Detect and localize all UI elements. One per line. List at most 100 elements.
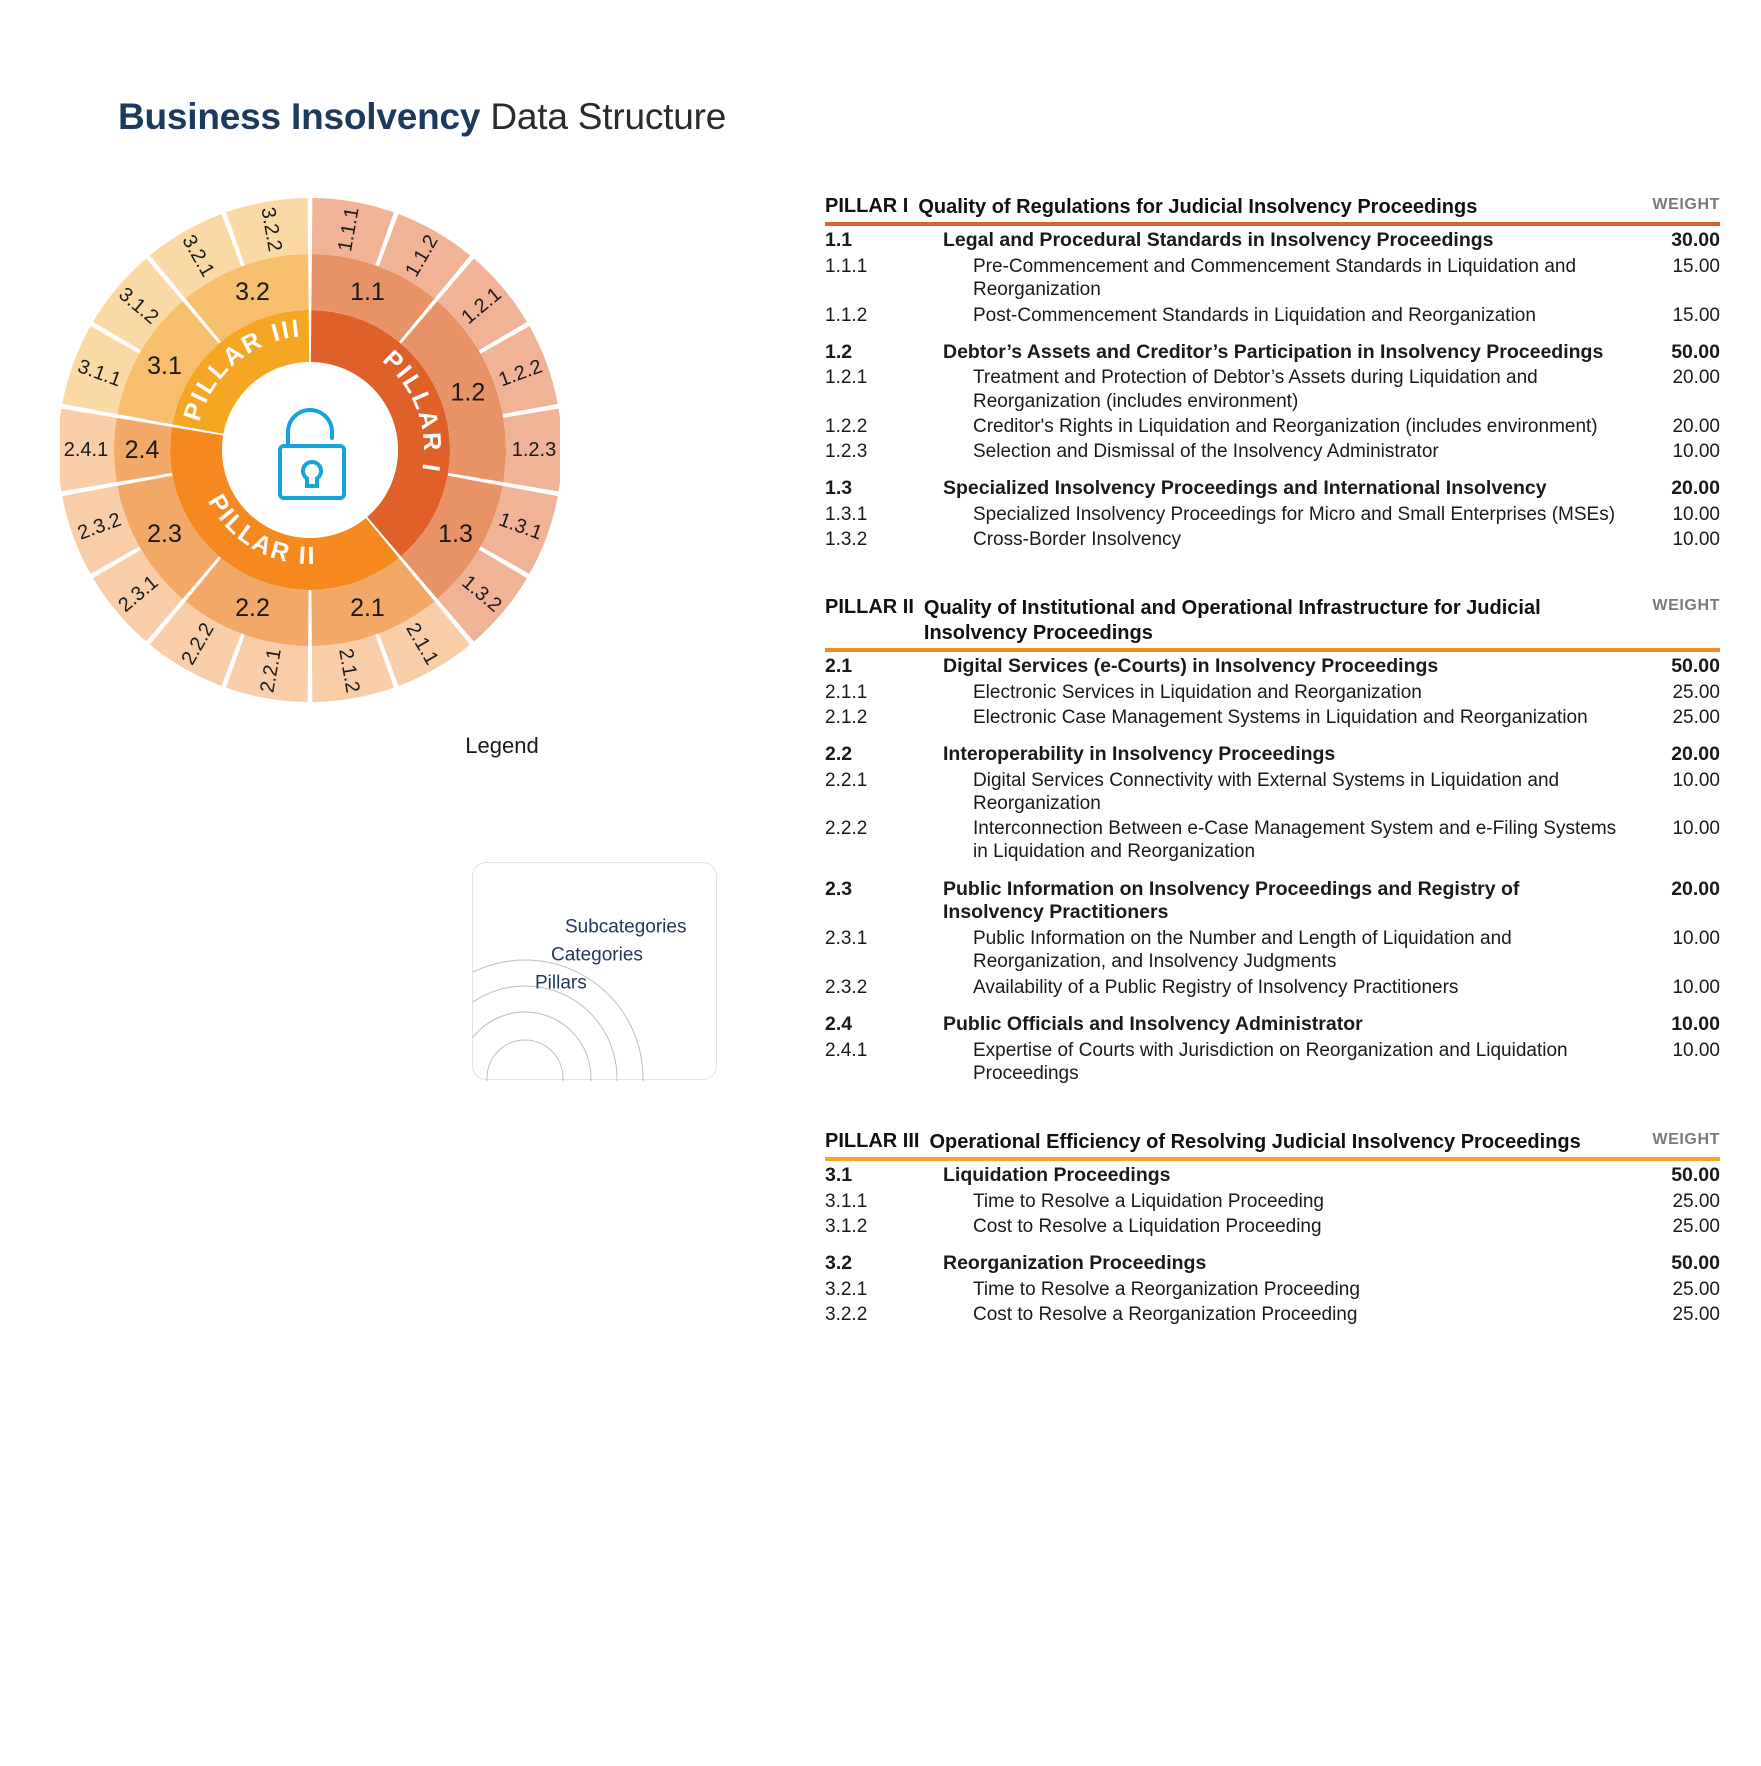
row-number: 2.3.2	[825, 976, 868, 998]
row-spacer	[825, 1000, 1720, 1012]
row-weight: 10.00	[1672, 928, 1720, 950]
row-number: 3.1.2	[825, 1216, 868, 1238]
row-weight: 15.00	[1672, 256, 1720, 278]
lock-icon	[278, 408, 346, 500]
row-label: Electronic Services in Liquidation and R…	[973, 681, 1422, 703]
row-weight: 25.00	[1672, 681, 1720, 703]
row-number: 2.1	[825, 655, 853, 678]
category-label-2.2: 2.2	[235, 594, 270, 622]
row-weight: 25.00	[1672, 1216, 1720, 1238]
row-label: Digital Services (e-Courts) in Insolvenc…	[943, 655, 1439, 678]
row-spacer	[825, 328, 1720, 340]
category-label-1.2: 1.2	[450, 379, 485, 407]
row-label: Pre-Commencement and Commencement Standa…	[973, 256, 1577, 301]
subcategory-segment-1.2.3	[503, 408, 560, 492]
row-label: Interconnection Between e-Case Managemen…	[973, 818, 1617, 863]
subcategory-segment-3.2.2	[226, 198, 309, 266]
row-weight: 25.00	[1672, 1304, 1720, 1326]
row-label: Interoperability in Insolvency Proceedin…	[943, 743, 1336, 766]
subcategory-segment-1.1.1	[311, 198, 394, 266]
row-spacer	[825, 730, 1720, 742]
subcategory-segment-1.2.1	[437, 258, 528, 351]
row-label: Legal and Procedural Standards in Insolv…	[943, 229, 1494, 252]
category-label-1.3: 1.3	[438, 520, 473, 548]
subcategory-label-2.4.1: 2.4.1	[64, 439, 108, 461]
page-title-strong: Business Insolvency	[118, 96, 481, 137]
subcategory-segment-2.4.1	[60, 408, 117, 492]
pillar-title: Quality of Institutional and Operational…	[923, 597, 1541, 644]
subcategory-segment-1.3.1	[480, 485, 558, 574]
row-number: 1.1.2	[825, 304, 868, 326]
row-weight: 50.00	[1671, 1252, 1720, 1275]
legend-ring-3	[486, 1039, 564, 1081]
row-number: 1.1.1	[825, 256, 868, 278]
subcategory-segment-3.2.1	[149, 214, 242, 299]
category-segment-1.2	[401, 301, 507, 483]
legend-ring-2	[473, 1011, 592, 1081]
category-segment-3.2	[185, 254, 309, 342]
row-weight: 20.00	[1672, 415, 1720, 437]
row-spacer	[825, 464, 1720, 476]
row-label: Creditor's Rights in Liquidation and Reo…	[973, 415, 1598, 437]
page-title-light: Data Structure	[490, 96, 727, 137]
subcategory-segment-1.2.2	[480, 326, 558, 415]
category-segment-2.1	[311, 558, 435, 646]
row-number: 1.2.3	[825, 440, 868, 462]
row-label: Selection and Dismissal of the Insolvenc…	[973, 440, 1439, 462]
row-number: 1.3.2	[825, 529, 868, 551]
pillar-segment-1	[310, 310, 450, 557]
row-label: Time to Resolve a Reorganization Proceed…	[973, 1279, 1360, 1301]
row-weight: 50.00	[1671, 1164, 1720, 1187]
subcategory-segment-2.3.2	[62, 485, 140, 574]
row-number: 2.1.2	[825, 707, 868, 729]
row-number: 1.2.2	[825, 415, 868, 437]
row-number: 1.3	[825, 477, 853, 500]
subcategory-segment-1.1.2	[378, 214, 471, 299]
row-weight: 20.00	[1672, 367, 1720, 389]
row-weight: 10.00	[1672, 769, 1720, 791]
row-number: 2.4	[825, 1012, 853, 1035]
row-weight: 10.00	[1671, 1012, 1720, 1035]
subcategory-segment-2.1.2	[311, 634, 394, 702]
row-weight: 50.00	[1671, 340, 1720, 363]
pillar-number: PILLAR I	[825, 195, 909, 217]
subcategory-segment-2.2.1	[226, 634, 309, 702]
subcategory-segment-3.1.1	[62, 326, 140, 415]
pillar-number: PILLAR III	[825, 1129, 920, 1152]
row-number: 2.3	[825, 877, 853, 900]
row-weight: 15.00	[1672, 304, 1720, 326]
row-label: Digital Services Connectivity with Exter…	[973, 769, 1560, 815]
weight-column-header: WEIGHT	[1652, 196, 1720, 213]
row-label: Specialized Insolvency Proceedings for M…	[973, 503, 1616, 525]
sunburst-center-disc	[222, 362, 398, 538]
row-label: Post-Commencement Standards in Liquidati…	[973, 304, 1536, 326]
pillar-rule-1	[825, 222, 1720, 227]
legend-label-pillars: Pillars	[535, 973, 587, 994]
row-weight: 10.00	[1672, 818, 1720, 840]
row-label: Cost to Resolve a Reorganization Proceed…	[973, 1304, 1358, 1326]
row-number: 2.2.2	[825, 818, 868, 840]
legend-ring-1	[473, 985, 618, 1081]
pillar-rows-2: 2.1 Digital Services (e-Courts) in Insolv…	[825, 654, 1720, 1086]
category-label-2.1: 2.1	[350, 594, 385, 622]
category-segment-1.1	[311, 254, 435, 342]
category-label-1.1: 1.1	[350, 278, 385, 306]
row-label: Treatment and Protection of Debtor’s Ass…	[973, 367, 1538, 412]
